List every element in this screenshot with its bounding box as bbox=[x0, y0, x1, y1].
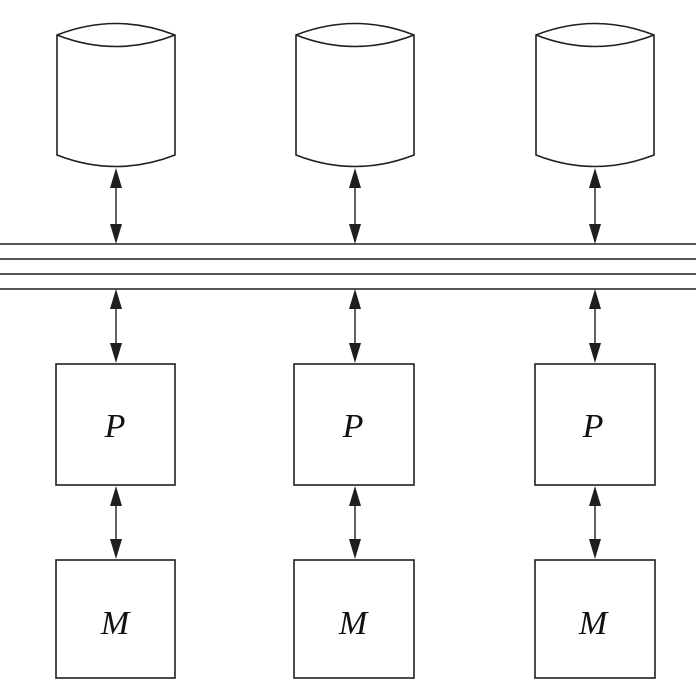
processor-label: P bbox=[582, 408, 604, 445]
disk-icon bbox=[295, 22, 415, 168]
node-column-2: P M bbox=[293, 22, 415, 679]
processor-label: P bbox=[342, 408, 364, 445]
node-column-1: P M bbox=[55, 22, 176, 679]
disk-icon bbox=[535, 22, 655, 168]
disk-top-edge bbox=[295, 34, 415, 48]
processor-box bbox=[293, 363, 415, 486]
interconnect-bus bbox=[0, 243, 696, 290]
memory-label: M bbox=[100, 605, 131, 642]
disk-icon bbox=[56, 22, 176, 168]
processor-label: P bbox=[104, 408, 126, 445]
node-column-3: P M bbox=[534, 22, 656, 679]
memory-label: M bbox=[338, 605, 369, 642]
bidirectional-arrow bbox=[589, 289, 601, 363]
bidirectional-arrow bbox=[349, 486, 361, 559]
memory-label: M bbox=[578, 605, 609, 642]
disk-top-edge bbox=[535, 34, 655, 48]
memory-box bbox=[534, 559, 656, 679]
bidirectional-arrow bbox=[349, 289, 361, 363]
bidirectional-arrow bbox=[349, 168, 361, 244]
disk-top-edge bbox=[56, 34, 176, 48]
memory-box bbox=[55, 559, 176, 679]
bidirectional-arrow bbox=[110, 486, 122, 559]
processor-box bbox=[55, 363, 176, 486]
bidirectional-arrow bbox=[110, 289, 122, 363]
processor-box bbox=[534, 363, 656, 486]
memory-box bbox=[293, 559, 415, 679]
bidirectional-arrow bbox=[589, 168, 601, 244]
bidirectional-arrow bbox=[589, 486, 601, 559]
bidirectional-arrow bbox=[110, 168, 122, 244]
